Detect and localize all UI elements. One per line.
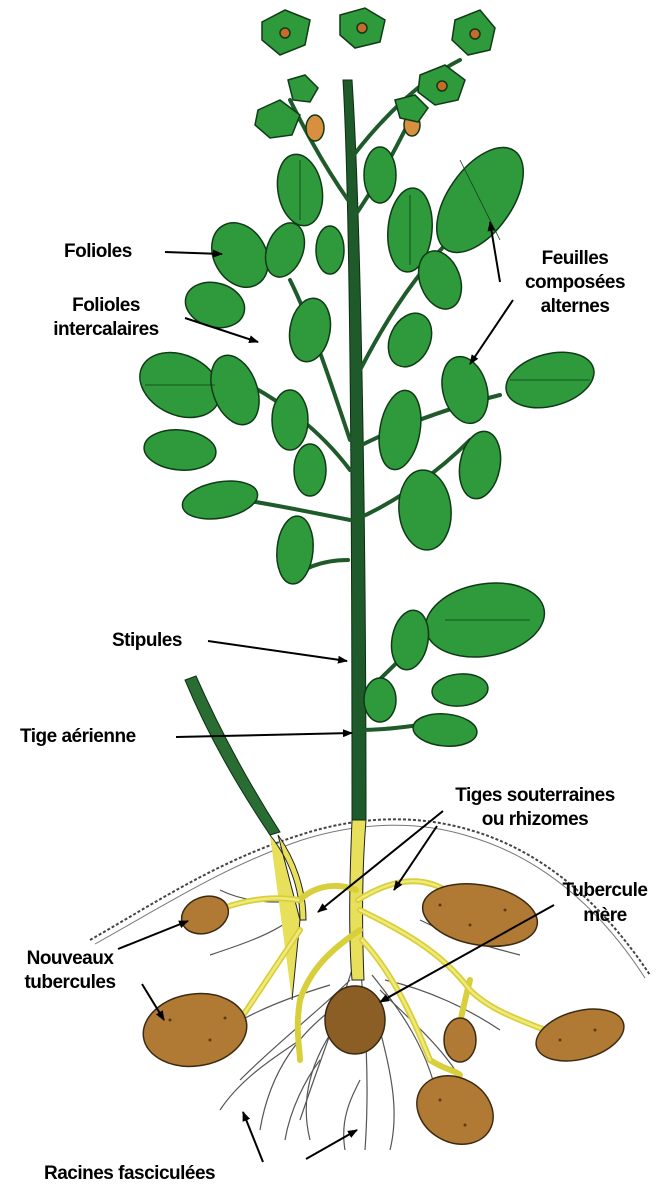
label-folioles-intercalaires-line1: Folioles	[26, 295, 186, 317]
label-tubercule-mere-line2: mère	[545, 905, 665, 927]
mother-tuber	[325, 986, 385, 1054]
label-feuilles-line1: Feuilles	[490, 248, 660, 270]
label-folioles-intercalaires-line2: intercalaires	[26, 319, 186, 341]
tuber-right-small	[444, 1018, 476, 1062]
tuber-right	[530, 1000, 629, 1070]
label-tiges-souterraines-line1: Tiges souterraines	[410, 785, 660, 807]
new-tuber-large-left	[138, 987, 251, 1073]
label-stipules: Stipules	[112, 630, 182, 652]
label-nouveaux-tubercules-line2: tubercules	[0, 972, 140, 994]
label-nouveaux-tubercules-line1: Nouveaux	[0, 948, 140, 970]
side-stem	[185, 676, 280, 835]
new-tuber-small	[176, 890, 233, 940]
label-tubercule-mere-line1: Tubercule	[545, 880, 665, 902]
tuber-bottom	[404, 1062, 505, 1157]
label-feuilles-line3: alternes	[490, 296, 660, 318]
label-tige-aerienne: Tige aérienne	[20, 726, 136, 748]
label-racines-fasciculees: Racines fasciculées	[44, 1163, 215, 1185]
label-tiges-souterraines-line2: ou rhizomes	[410, 809, 660, 831]
label-feuilles-line2: composées	[490, 272, 660, 294]
flowers	[255, 8, 495, 141]
label-folioles: Folioles	[64, 241, 132, 263]
